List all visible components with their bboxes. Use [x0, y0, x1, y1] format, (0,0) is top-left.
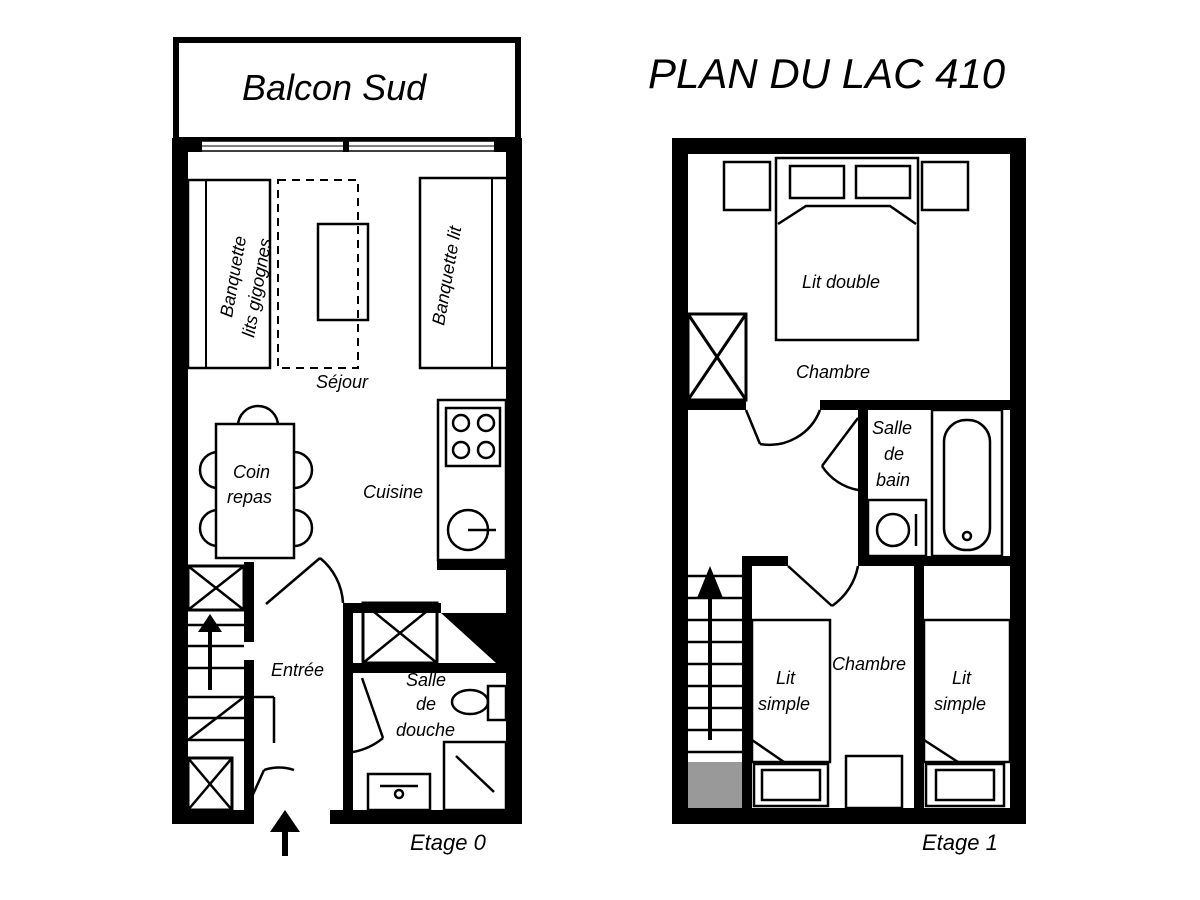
stair-landing: [688, 762, 742, 808]
staircase-floor-0: [186, 564, 276, 812]
salle-bain-label-1: Salle: [872, 418, 912, 438]
lit-simple-right-label-1: Lit: [952, 668, 972, 688]
salle-bain-label-3: bain: [876, 470, 910, 490]
balcony-label: Balcon Sud: [242, 67, 427, 108]
double-bed: [722, 156, 970, 342]
coffee-table: [316, 222, 370, 322]
cuisine-label: Cuisine: [363, 482, 423, 502]
chambre-bottom-label: Chambre: [832, 654, 906, 674]
shower-room: [361, 601, 508, 812]
salle-douche-label-2: de: [416, 694, 436, 714]
staircase-floor-1: [688, 574, 742, 754]
entree-label: Entrée: [271, 660, 324, 680]
coin-repas-label-1: Coin: [233, 462, 270, 482]
kitchen-counter: [436, 398, 508, 562]
balcony: Balcon Sud: [173, 37, 521, 143]
chambre-top-label: Chambre: [796, 362, 870, 382]
salle-douche-label-3: douche: [396, 720, 455, 740]
lit-double-label: Lit double: [802, 272, 880, 292]
etage-1-label: Etage 1: [922, 830, 998, 855]
coin-repas-label-2: repas: [227, 487, 272, 507]
banquette-gigognes: Banquette lits gigognes: [186, 178, 370, 370]
single-beds: [750, 618, 1012, 810]
stair-arrow-floor-0: [198, 614, 222, 632]
plan-title: PLAN DU LAC 410: [648, 50, 1006, 97]
floor-1: Lit double Chambre Salle de bain: [672, 138, 1026, 855]
lit-simple-left-label-2: simple: [758, 694, 810, 714]
bathroom: [866, 408, 1004, 558]
doors-floor-1: [744, 409, 860, 608]
dining-table: [198, 404, 314, 560]
lit-simple-right-label-2: simple: [934, 694, 986, 714]
salle-bain-label-2: de: [884, 444, 904, 464]
floor-1-walls: [672, 138, 1026, 824]
banquette-lit: Banquette lit: [418, 176, 510, 370]
floor-0: Balcon Sud: [172, 37, 522, 856]
sejour-label: Séjour: [316, 372, 369, 392]
stair-arrow-floor-1: [697, 566, 723, 598]
salle-douche-label-1: Salle: [406, 670, 446, 690]
lit-simple-left-label-1: Lit: [776, 668, 796, 688]
etage-0-label: Etage 0: [410, 830, 487, 855]
banquette-lit-label: Banquette lit: [428, 224, 465, 327]
floor-0-walls: [172, 138, 522, 824]
entrance-arrow: [270, 810, 300, 856]
balcony-window: [196, 140, 500, 152]
wardrobe-floor-1: [686, 312, 748, 402]
doors-floor-0: [244, 557, 385, 811]
